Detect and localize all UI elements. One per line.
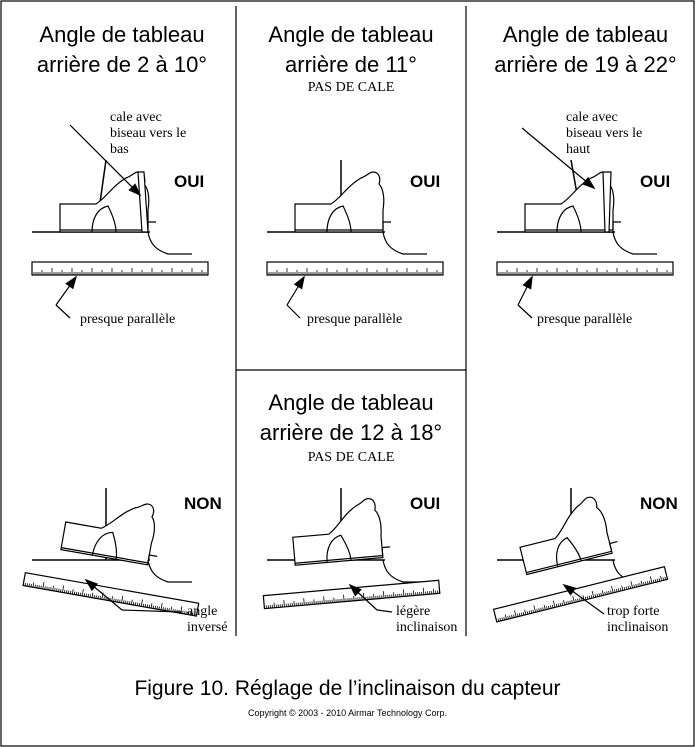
panel-1-title: Angle de tableau arrière de 2 à 10° <box>22 20 222 80</box>
ruler-6 <box>492 565 669 623</box>
panel-5-title-line2: arrière de 12 à 18° <box>259 420 443 445</box>
waterline <box>612 231 657 255</box>
panel-6-answer: NON <box>640 494 678 513</box>
sensor-body <box>519 496 618 576</box>
panel-1-ruler-leader <box>55 304 71 319</box>
panel-5-title-line1: Angle de tableau <box>268 390 434 415</box>
waterline <box>147 231 192 255</box>
panel-3-ruler-arrow <box>517 275 533 306</box>
ruler-group-4 <box>22 572 200 617</box>
ruler-group-3 <box>496 261 674 276</box>
panel-2-ruler-arrow <box>286 275 305 306</box>
panel-3-shim-note: cale avec biseau vers le haut <box>566 110 643 157</box>
panel-3-answer: OUI <box>640 172 671 191</box>
panel-3-ruler-note: presque parallèle <box>537 312 633 327</box>
panel-6-ruler-note: trop forte inclinaison <box>607 604 669 635</box>
panel-2-answer: OUI <box>410 172 441 191</box>
panel-2-title-line1: Angle de tableau <box>268 22 434 47</box>
panel-3-shim-arrow <box>521 127 596 190</box>
ruler-3 <box>496 261 674 276</box>
panel-1-ruler-arrow <box>55 275 78 306</box>
panel-2-ruler-note: presque parallèle <box>307 312 403 327</box>
panel-5-ruler-arrow <box>348 583 378 611</box>
ruler-group-1 <box>31 261 209 276</box>
panel-5-subtitle: PAS DE CALE <box>307 450 395 465</box>
ruler-4 <box>22 572 200 617</box>
sensor-body <box>524 171 621 233</box>
panel-2-ruler-leader <box>286 304 301 319</box>
ruler-1 <box>31 261 209 276</box>
transducer-figure-6 <box>497 488 657 583</box>
ruler-group-6 <box>492 565 669 623</box>
panel-4-ruler-arrow <box>84 578 123 611</box>
transducer-figure-4 <box>32 488 192 583</box>
shim-wedge <box>602 171 612 233</box>
panel-1-ruler-note: presque parallèle <box>80 312 176 327</box>
panel-4-ruler-note: angle inversé <box>187 604 228 635</box>
panel-6-ruler-arrow <box>562 583 605 615</box>
panel-1-answer: OUI <box>174 172 205 191</box>
panel-1-shim-arrow <box>69 124 142 197</box>
panel-3-title-line1: Angle de tableau <box>502 22 669 47</box>
sensor-body <box>60 503 158 566</box>
panel-1-shim-note: cale avec biseau vers le bas <box>110 110 187 157</box>
transducer-figure-2 <box>267 160 427 255</box>
panel-5-ruler-leader <box>376 609 393 613</box>
panel-5-answer: OUI <box>410 494 441 513</box>
transducer-figure-5 <box>267 488 427 583</box>
panel-3-title-line2: arrière de 19 à 22° <box>494 52 677 77</box>
panel-5-title: Angle de tableau arrière de 12 à 18° <box>241 388 461 448</box>
panel-2-title: Angle de tableau arrière de 11° <box>241 20 461 80</box>
copyright-notice: Copyright © 2003 - 2010 Airmar Technolog… <box>247 708 448 718</box>
transducer-figure-1 <box>32 159 192 255</box>
figure-caption: Figure 10. Réglage de l’inclinaison du c… <box>134 677 561 700</box>
panel-5-ruler-note: légère inclinaison <box>396 604 458 635</box>
panel-4-ruler-leader <box>121 609 183 613</box>
sensor-body <box>59 171 156 233</box>
panel-2-title-line2: arrière de 11° <box>285 52 417 77</box>
waterline <box>382 559 427 583</box>
panel-3-ruler-leader <box>517 304 533 319</box>
sensor-body <box>292 498 391 566</box>
panel-2-subtitle: PAS DE CALE <box>307 80 395 95</box>
waterline <box>147 559 192 583</box>
panel-1-title-line1: Angle de tableau <box>39 22 205 47</box>
ruler-2 <box>266 261 444 276</box>
ruler-group-2 <box>266 261 444 276</box>
panel-1-title-line2: arrière de 2 à 10° <box>36 52 208 77</box>
sensor-body <box>294 171 391 233</box>
panel-3-title: Angle de tableau arrière de 19 à 22° <box>476 20 695 80</box>
panel-4-answer: NON <box>184 494 222 513</box>
waterline <box>382 231 427 255</box>
